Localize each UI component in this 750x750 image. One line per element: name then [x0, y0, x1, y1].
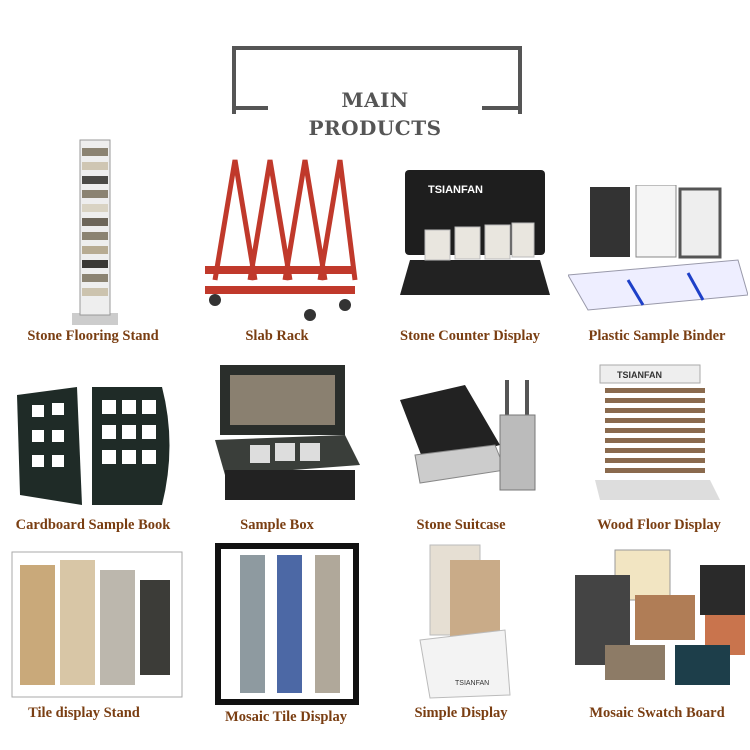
label-sample-box[interactable]: Sample Box: [240, 517, 314, 533]
label-wood-floor-display[interactable]: Wood Floor Display: [597, 517, 721, 533]
stone-suitcase-image[interactable]: [395, 375, 545, 495]
header-frame-left-foot: [232, 106, 268, 110]
label-mosaic-tile-display[interactable]: Mosaic Tile Display: [225, 709, 347, 725]
slab-rack-image[interactable]: [195, 150, 360, 325]
simple-display-image[interactable]: TSIANFAN: [415, 540, 515, 700]
label-tile-display-stand[interactable]: Tile display Stand: [28, 705, 140, 721]
header-title-products: PRODUCTS: [308, 116, 442, 140]
mosaic-tile-display-image[interactable]: [215, 543, 360, 705]
stone-flooring-stand-image[interactable]: [60, 138, 130, 328]
label-plastic-sample-binder[interactable]: Plastic Sample Binder: [588, 328, 726, 344]
mosaic-swatch-board-image[interactable]: [565, 545, 750, 695]
label-stone-counter-display[interactable]: Stone Counter Display: [400, 328, 540, 344]
header-frame: [232, 46, 522, 114]
svg-text:TSIANFAN: TSIANFAN: [455, 680, 489, 687]
label-cardboard-sample-book[interactable]: Cardboard Sample Book: [15, 517, 171, 533]
header-title-main: MAIN: [341, 88, 409, 112]
sample-box-image[interactable]: [215, 365, 360, 505]
wood-floor-display-image[interactable]: TSIANFAN: [595, 360, 725, 505]
cardboard-sample-book-image[interactable]: [12, 385, 182, 510]
stone-counter-display-image[interactable]: TSIANFAN: [400, 165, 550, 315]
label-stone-suitcase[interactable]: Stone Suitcase: [416, 517, 506, 533]
label-simple-display[interactable]: Simple Display: [414, 705, 508, 721]
svg-text:TSIANFAN: TSIANFAN: [428, 184, 483, 196]
plastic-sample-binder-image[interactable]: [568, 185, 748, 315]
label-mosaic-swatch-board[interactable]: Mosaic Swatch Board: [589, 705, 725, 721]
label-stone-flooring-stand[interactable]: Stone Flooring Stand: [27, 328, 159, 344]
svg-text:TSIANFAN: TSIANFAN: [617, 370, 662, 380]
label-slab-rack[interactable]: Slab Rack: [245, 328, 309, 344]
header-frame-right-foot: [482, 106, 518, 110]
tile-display-stand-image[interactable]: [10, 550, 185, 700]
